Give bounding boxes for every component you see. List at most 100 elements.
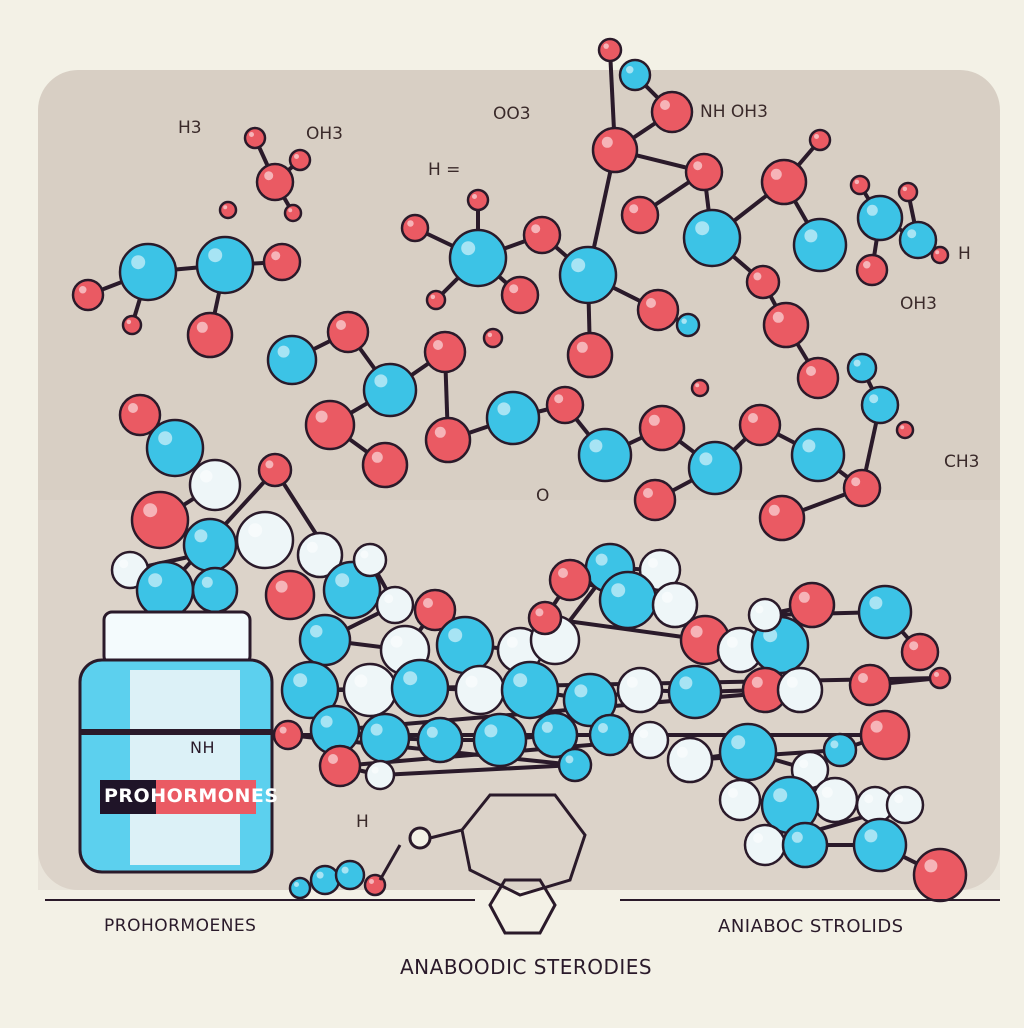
atom-highlight — [294, 882, 299, 887]
oxygen-atom — [257, 452, 293, 488]
atom-highlight — [728, 788, 738, 798]
atom-highlight — [907, 229, 917, 239]
carbon-atom — [182, 517, 238, 573]
atom-highlight — [279, 726, 287, 734]
atom-highlight — [626, 676, 638, 688]
carbon-atom — [334, 859, 366, 891]
oxygen-atom — [424, 416, 472, 464]
atom-highlight — [773, 788, 788, 803]
atom-highlight — [693, 161, 703, 171]
atom-highlight — [434, 426, 446, 438]
atom-highlight — [354, 674, 368, 688]
atom-highlight — [804, 229, 818, 243]
atom-highlight — [275, 580, 288, 593]
carbon-atom — [472, 712, 528, 768]
hydrogen-atom — [375, 585, 415, 625]
atoms — [71, 37, 968, 903]
atom-highlight — [814, 134, 819, 139]
atom-highlight — [830, 740, 839, 749]
oxygen-atom — [130, 490, 190, 550]
atom-highlight — [598, 723, 608, 733]
atom-highlight — [249, 132, 254, 137]
atom-highlight — [487, 332, 493, 338]
carbon-atom — [852, 817, 908, 873]
chem-h-eq: H = — [428, 160, 461, 180]
atom-highlight — [676, 746, 688, 758]
atom-highlight — [786, 676, 798, 688]
atom-highlight — [726, 636, 738, 648]
chem-h3-left: H3 — [178, 118, 202, 138]
atom-highlight — [894, 794, 904, 804]
atom-highlight — [541, 721, 553, 733]
carbon-atom — [485, 390, 541, 446]
bottle-label: PROHORMONES — [104, 785, 279, 807]
hydrogen-atom — [364, 759, 396, 791]
atom-highlight — [531, 224, 541, 234]
carbon-atom — [846, 352, 878, 384]
atom-highlight — [626, 66, 634, 74]
atom-highlight — [870, 720, 883, 733]
atom-highlight — [869, 596, 883, 610]
carbon-atom — [857, 584, 913, 640]
atom-highlight — [200, 470, 213, 483]
oxygen-atom — [466, 188, 490, 212]
atom-highlight — [371, 766, 379, 774]
atom-highlight — [374, 374, 388, 388]
hydrogen-atom — [188, 458, 242, 512]
hydrogen-atom — [630, 720, 670, 760]
atom-highlight — [79, 286, 87, 294]
atom-highlight — [695, 221, 710, 236]
atom-highlight — [433, 340, 443, 350]
atom-highlight — [806, 366, 816, 376]
oxygen-atom — [633, 478, 677, 522]
hydrogen-atom — [885, 785, 925, 825]
atom-highlight — [264, 171, 274, 181]
oxygen-atom — [262, 242, 302, 282]
oxygen-atom — [482, 327, 504, 349]
oxygen-atom — [636, 288, 680, 332]
carbon-atom — [145, 418, 205, 478]
carbon-atom — [191, 566, 239, 614]
oxygen-atom — [400, 213, 430, 243]
carbon-atom — [288, 876, 312, 900]
oxygen-atom — [842, 468, 882, 508]
atom-highlight — [390, 635, 403, 648]
hydrogen-atom — [743, 823, 787, 867]
atom-highlight — [821, 786, 833, 798]
hydrogen-atom — [342, 662, 398, 718]
carbon-atom — [266, 334, 318, 386]
oxygen-atom — [318, 744, 362, 788]
atom-highlight — [558, 568, 568, 578]
oxygen-atom — [591, 126, 639, 174]
carbon-atom — [359, 712, 411, 764]
carbon-atom — [718, 722, 778, 782]
atom-highlight — [294, 154, 299, 159]
atom-highlight — [924, 859, 938, 873]
carbon-atom — [118, 242, 178, 302]
oxygen-atom — [808, 128, 832, 152]
oxygen-atom — [255, 162, 295, 202]
atom-highlight — [554, 394, 564, 404]
atom-highlight — [595, 553, 608, 566]
oxygen-atom — [283, 203, 303, 223]
hydrogen-atom — [718, 778, 762, 822]
chem-o-mid: O — [536, 486, 550, 506]
atom-highlight — [448, 628, 463, 643]
atom-highlight — [611, 583, 626, 598]
atom-highlight — [639, 729, 649, 739]
oxygen-atom — [121, 314, 143, 336]
atom-highlight — [369, 879, 374, 884]
atom-highlight — [798, 591, 810, 603]
atom-highlight — [128, 403, 138, 413]
atom-highlight — [799, 759, 809, 769]
atom-highlight — [341, 866, 349, 874]
carbon-atom — [195, 235, 255, 295]
atom-highlight — [866, 204, 878, 216]
atom-highlight — [509, 284, 519, 294]
atom-highlight — [248, 523, 263, 538]
carbon-atom — [500, 660, 560, 720]
oxygen-atom — [760, 158, 808, 206]
atom-highlight — [934, 672, 939, 677]
atom-highlight — [335, 573, 350, 588]
